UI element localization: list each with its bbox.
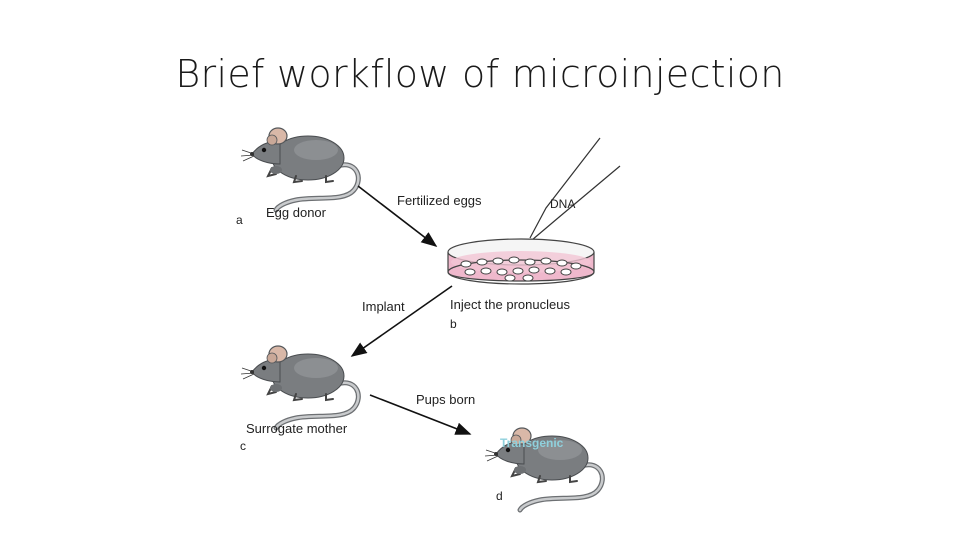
fertilized-eggs-label: Fertilized eggs: [397, 193, 482, 208]
inject-pronucleus-label: Inject the pronucleus: [450, 297, 570, 312]
panel-b-letter: b: [450, 317, 457, 331]
panel-c-letter: c: [240, 439, 246, 453]
arrow-donor-to-dish: [357, 185, 438, 247]
surrogate-mother-mouse-icon: [241, 346, 358, 428]
slide-title: Brief workflow of microinjection: [175, 52, 785, 96]
panel-d-letter: d: [496, 489, 503, 503]
pups-born-label: Pups born: [416, 392, 475, 407]
arrow-dish-to-surrogate: [350, 285, 453, 357]
petri-dish-icon: [447, 238, 595, 285]
egg-donor-label: Egg donor: [266, 205, 327, 220]
panel-a-letter: a: [236, 213, 243, 227]
surrogate-mother-label: Surrogate mother: [246, 421, 348, 436]
implant-label: Implant: [362, 299, 405, 314]
transgenic-label: Transgenic: [500, 436, 564, 450]
arrow-surrogate-to-pups: [369, 394, 472, 435]
egg-donor-mouse-icon: [241, 128, 358, 210]
dna-label: DNA: [550, 197, 575, 211]
